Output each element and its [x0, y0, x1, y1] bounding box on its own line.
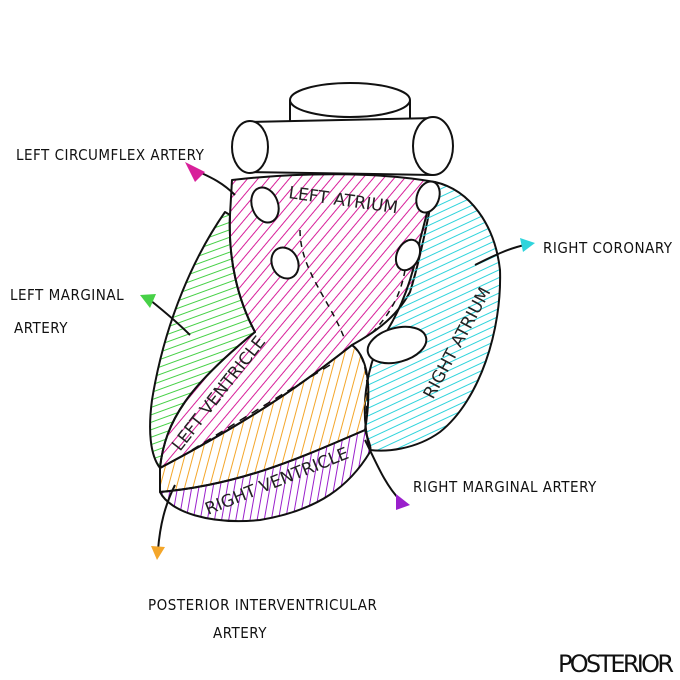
left-marginal-label-2: ARTERY: [14, 319, 68, 337]
vena-cava: [366, 325, 428, 365]
pulmonary-vein: [250, 186, 280, 224]
right-marginal-label: RIGHT MARGINAL ARTERY: [413, 478, 597, 496]
pulmonary-vein: [415, 180, 441, 214]
view-title: POSTERIOR: [558, 650, 674, 678]
posterior-iv-label-2: ARTERY: [213, 624, 267, 642]
pulmonary-artery-cylinder: [249, 116, 437, 177]
arrowheads: [140, 162, 535, 560]
pulmonary-vein: [394, 238, 422, 272]
right-marginal-arrow-icon: [396, 494, 410, 510]
right-coronary-label: RIGHT CORONARY: [543, 239, 673, 257]
pulmonary-vein: [270, 246, 300, 280]
right-coronary-arrow-icon: [520, 238, 535, 252]
posterior-iv-label-1: POSTERIOR INTERVENTRICULAR: [148, 596, 377, 614]
left-circumflex-arrow-icon: [185, 162, 205, 182]
left-marginal-arrow-icon: [140, 294, 156, 308]
left-circumflex-label: LEFT CIRCUMFLEX ARTERY: [16, 146, 205, 164]
left-marginal-label-1: LEFT MARGINAL: [10, 286, 124, 304]
posterior-iv-arrow-icon: [151, 546, 165, 560]
great-vessels: [231, 82, 454, 365]
